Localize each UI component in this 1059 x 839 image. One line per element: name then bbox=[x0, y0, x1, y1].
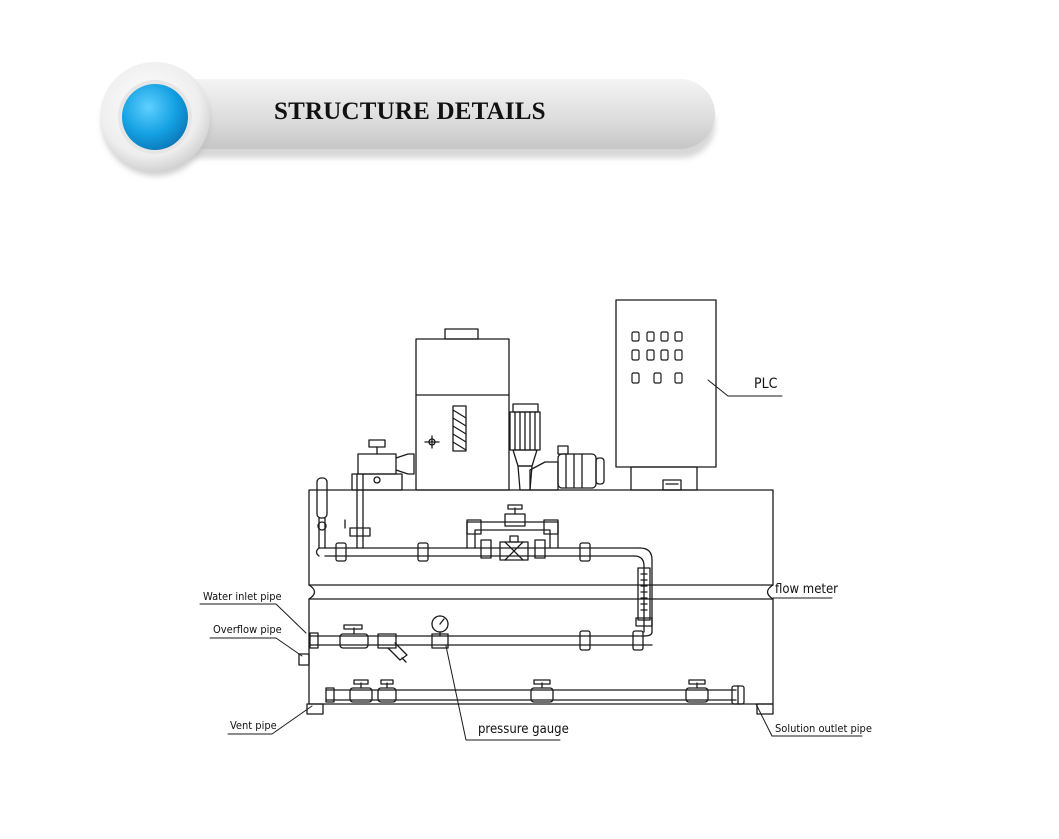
header-banner: STRUCTURE DETAILS bbox=[0, 0, 1059, 200]
label-flow-meter: flow meter bbox=[775, 582, 838, 597]
diagram-labels: PLC flow meter Water inlet pipe Overflow… bbox=[203, 376, 872, 737]
tank-body bbox=[306, 489, 774, 715]
plc-buttons bbox=[631, 331, 683, 384]
blue-circle-icon bbox=[122, 84, 188, 150]
horizontal-pump-motor bbox=[529, 445, 605, 491]
vertical-motor bbox=[509, 403, 541, 491]
leader-lines bbox=[199, 379, 863, 741]
inlet-pipeline bbox=[298, 615, 653, 666]
feed-valve bbox=[351, 439, 415, 491]
banner-background bbox=[100, 62, 715, 176]
label-pressure-gauge: pressure gauge bbox=[478, 722, 569, 737]
label-water-inlet-pipe: Water inlet pipe bbox=[203, 590, 282, 603]
label-plc: PLC bbox=[754, 376, 778, 392]
label-vent-pipe: Vent pipe bbox=[230, 719, 277, 732]
upper-pipeline bbox=[315, 473, 653, 633]
mixer-housing bbox=[415, 328, 510, 491]
label-overflow-pipe: Overflow pipe bbox=[213, 623, 282, 636]
outlet-pipeline bbox=[325, 679, 745, 705]
label-solution-outlet-pipe: Solution outlet pipe bbox=[775, 722, 872, 735]
page-title: STRUCTURE DETAILS bbox=[274, 98, 546, 125]
flow-meter bbox=[635, 567, 653, 627]
plc-cabinet bbox=[615, 299, 717, 491]
